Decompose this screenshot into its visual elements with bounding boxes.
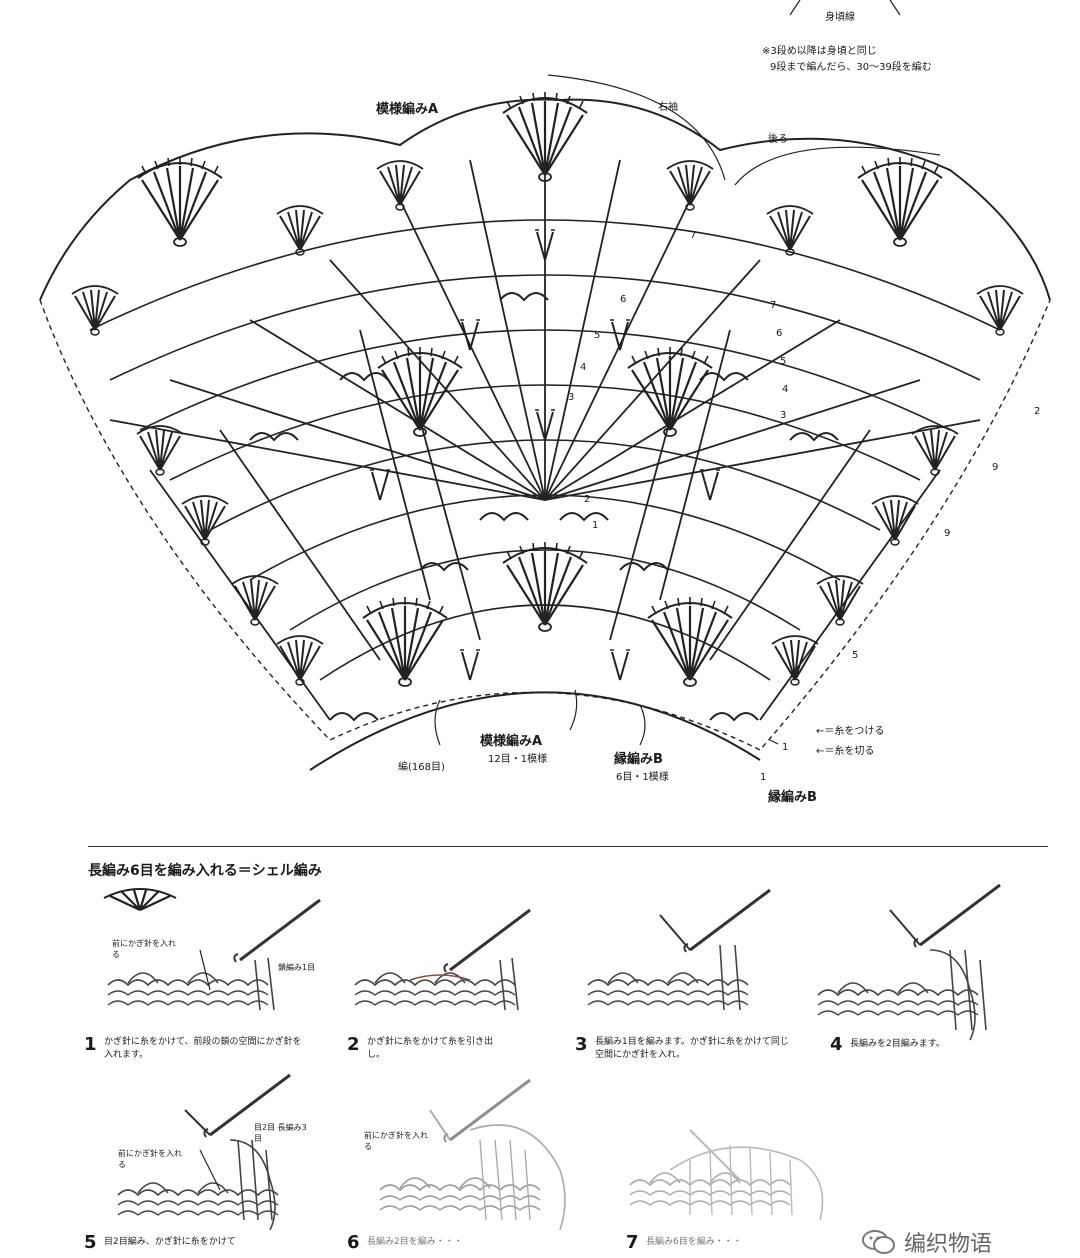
row-marker: 1 xyxy=(782,742,789,753)
wechat-icon xyxy=(862,1230,895,1254)
header-label: 身頃線 xyxy=(825,12,855,23)
step-number: 5 xyxy=(84,1232,97,1253)
section-divider xyxy=(88,846,1048,847)
step5-callout: 前にかぎ針を入れる xyxy=(118,1149,182,1169)
step-number: 3 xyxy=(575,1034,588,1055)
crochet-chart xyxy=(39,0,1051,771)
watermark: 编织物语 xyxy=(862,1226,992,1258)
note-line1: ※3段め以降は身頃と同じ xyxy=(762,46,877,57)
row-number: 2 xyxy=(584,494,591,505)
pattern-a-repeat: 12目・1模様 xyxy=(488,754,548,765)
row-number: 7 xyxy=(690,230,697,241)
step-caption: 長編み1目を編みます。かぎ針に糸をかけて同じ空間にかぎ針を入れ。 xyxy=(595,1037,789,1060)
legend-cut: ←＝糸を切る xyxy=(816,746,875,757)
right-sleeve-label: 右袖 xyxy=(658,102,678,113)
row-number: 1 xyxy=(592,520,599,531)
note-line2: 9段まで編んだら、30〜39段を編む xyxy=(770,62,932,73)
back-label: 後ろ xyxy=(768,134,788,145)
row-marker: 2 xyxy=(1034,406,1041,417)
watermark-text: 编织物语 xyxy=(904,1232,993,1257)
step-caption: 長編み6目を編み・・・ xyxy=(646,1237,742,1247)
edge-b-label: 縁編みB xyxy=(614,752,663,767)
step1-callout-2: 鎖編み1目 xyxy=(278,963,316,972)
legend-attach: ←＝糸をつける xyxy=(816,726,885,737)
row-marker: 1 xyxy=(760,772,767,783)
row-number: 3 xyxy=(780,410,787,421)
start-count-label: 編(168目) xyxy=(398,762,445,773)
row-marker: 5 xyxy=(852,650,859,661)
step5-callout-2: 目2目 長編み3目 xyxy=(254,1123,307,1143)
step-number: 2 xyxy=(347,1034,360,1055)
edge-b-label-2: 縁編みB xyxy=(768,790,817,805)
step-number: 4 xyxy=(830,1034,843,1055)
step-caption: かぎ針に糸をかけて糸を引き出し。 xyxy=(367,1037,494,1060)
step-caption: 長編み2目を編み・・・ xyxy=(367,1237,463,1247)
row-number: 7 xyxy=(770,300,777,311)
row-number: 4 xyxy=(782,384,789,395)
step-caption: 長編みを2目編みます。 xyxy=(850,1039,945,1049)
step-number: 6 xyxy=(347,1232,360,1253)
step1-callout: 前にかぎ針を入れる xyxy=(112,939,176,959)
row-number: 6 xyxy=(620,294,627,305)
row-number: 6 xyxy=(776,328,783,339)
step-caption: かぎ針に糸をかけて、前段の鎖の空間にかぎ針を入れます。 xyxy=(104,1037,302,1060)
pattern-a-bottom-label: 模様編みA xyxy=(480,734,543,749)
step6-callout: 前にかぎ針を入れる xyxy=(364,1131,428,1151)
edge-b-repeat: 6目・1模様 xyxy=(616,772,669,783)
row-marker: 9 xyxy=(992,462,999,473)
row-number: 5 xyxy=(780,356,787,367)
row-number: 3 xyxy=(568,392,575,403)
row-marker: 9 xyxy=(944,528,951,539)
step-number: 7 xyxy=(626,1232,639,1253)
row-number: 4 xyxy=(580,362,587,373)
row-number: 5 xyxy=(594,330,601,341)
section-title: 長編み6目を編み入れる＝シェル編み xyxy=(88,863,322,879)
step-number: 1 xyxy=(84,1034,97,1055)
pattern-a-label: 模様編みA xyxy=(376,102,439,117)
step-caption: 目2目編み、かぎ針に糸をかけて xyxy=(104,1237,236,1247)
